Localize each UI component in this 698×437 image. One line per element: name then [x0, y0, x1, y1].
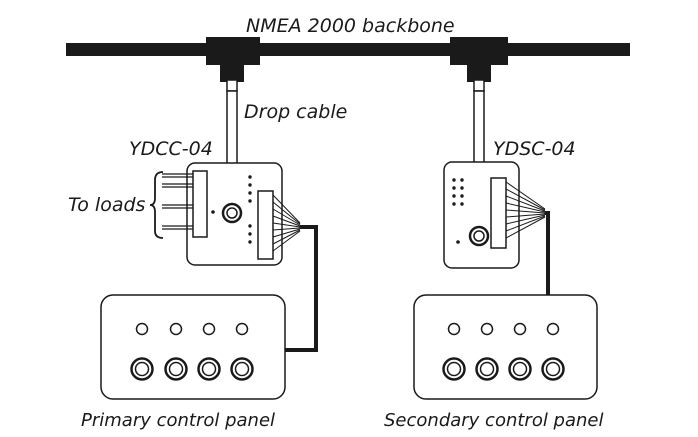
loads-brace — [149, 171, 164, 239]
secondary-panel-label: Secondary control panel — [384, 410, 604, 431]
secondary-control-panel — [413, 294, 598, 400]
to-loads-label: To loads — [68, 194, 146, 216]
secondary-panel-cable — [545, 211, 550, 295]
backbone-label: NMEA 2000 backbone — [246, 15, 455, 37]
nmea-backbone — [66, 37, 630, 92]
load-wires — [162, 173, 193, 230]
t-connector-secondary — [450, 37, 508, 92]
primary-panel-cable — [284, 225, 318, 352]
primary-panel-label: Primary control panel — [81, 410, 275, 431]
ydcc-label: YDCC-04 — [129, 138, 213, 160]
primary-control-panel — [100, 294, 286, 400]
ydsc-04-device — [443, 161, 546, 269]
ydsc-label: YDSC-04 — [493, 138, 576, 160]
drop-cable-label: Drop cable — [244, 101, 347, 123]
ydcc-04-device — [162, 162, 301, 266]
t-connector-primary — [206, 37, 260, 92]
